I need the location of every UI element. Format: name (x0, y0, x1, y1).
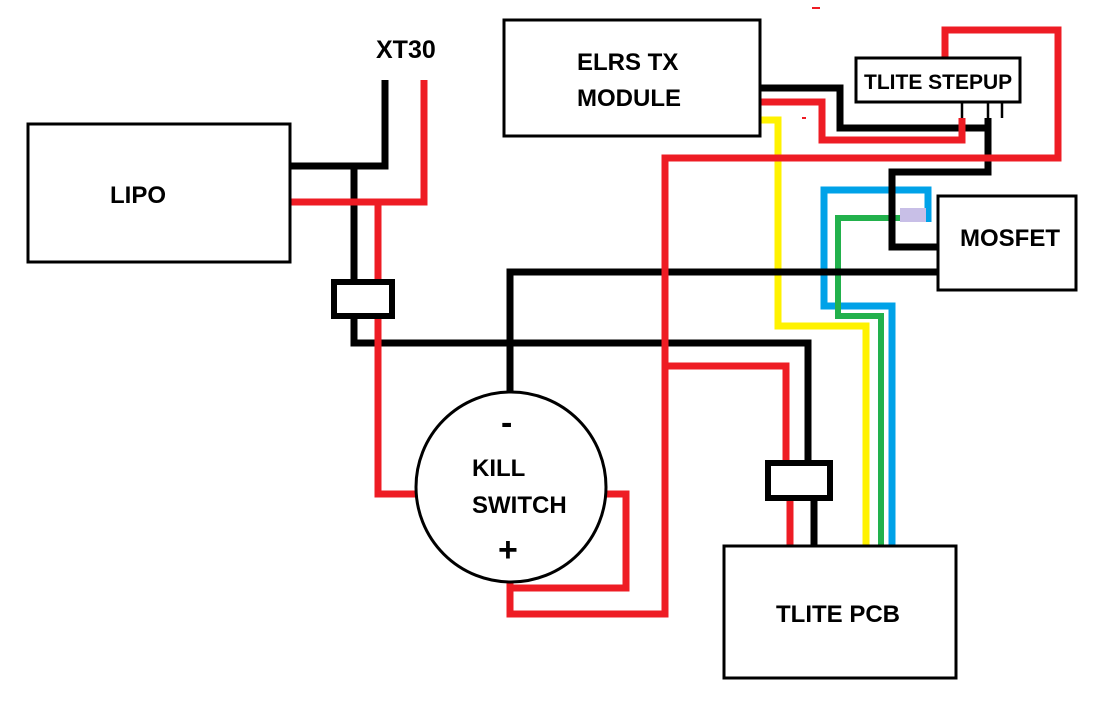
black-wires (290, 80, 992, 546)
lipo-label: LIPO (110, 182, 166, 209)
tlite-pcb-label: TLITE PCB (776, 601, 900, 628)
lipo-box (26, 122, 292, 264)
elrs-tx-module-box (502, 18, 762, 138)
kill-switch-label-line1: KILL (472, 455, 525, 482)
lipo-connector (331, 279, 395, 319)
xt30-label: XT30 (376, 36, 436, 64)
elrs-label-line1: ELRS TX (577, 49, 678, 76)
kill-switch-circle (414, 390, 608, 584)
green-wire (835, 215, 903, 546)
kill-switch-plus: + (498, 531, 518, 569)
resistor (900, 208, 926, 222)
tlite-pcb-box (722, 544, 958, 680)
pcb-connector (765, 460, 833, 501)
mosfet-label: MOSFET (960, 225, 1060, 252)
yellow-wire (742, 116, 870, 546)
blue-wire (820, 186, 932, 546)
stray-red-marks (802, 7, 820, 119)
elrs-label-line2: MODULE (577, 85, 681, 112)
tlite-stepup-box (854, 56, 1022, 104)
tlite-stepup-label: TLITE STEPUP (864, 71, 1012, 94)
stepup-pins (960, 102, 1004, 118)
kill-switch-label-line2: SWITCH (472, 492, 567, 519)
kill-switch-minus: - (501, 404, 512, 442)
mosfet-box (936, 194, 1078, 292)
